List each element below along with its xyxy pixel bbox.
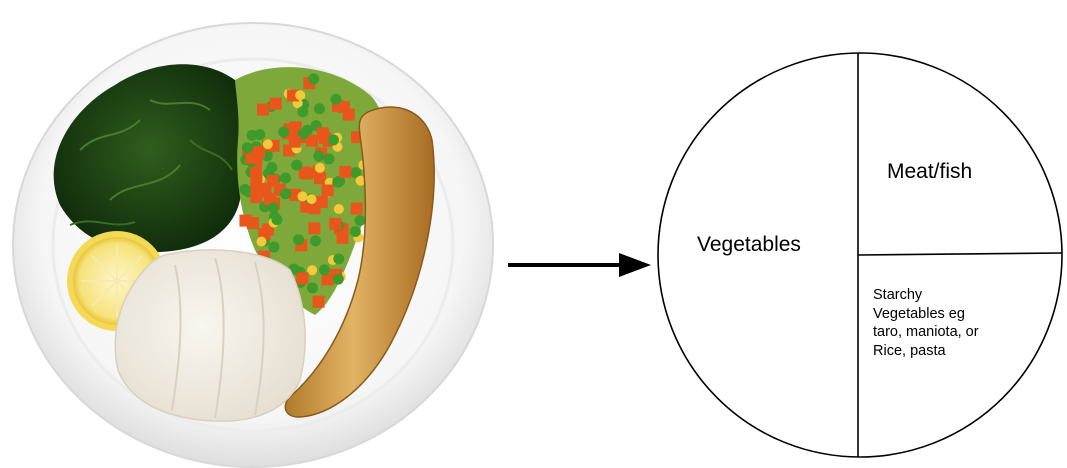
corn-kernel [298, 191, 308, 201]
pea [268, 242, 279, 253]
starchy-label-line: Rice, pasta [873, 342, 979, 361]
carrot-piece [253, 146, 265, 158]
corn-kernel [256, 237, 266, 247]
vegetables-label: Vegetables [697, 233, 801, 257]
pea [350, 226, 361, 237]
pea [297, 106, 308, 117]
pea [331, 94, 342, 105]
starchy-label-line: taro, maniota, or [873, 323, 979, 342]
pea [278, 127, 289, 138]
pea [308, 73, 319, 84]
carrot-piece [339, 166, 351, 178]
pea [271, 214, 282, 225]
carrot-piece [314, 172, 326, 184]
carrot-piece [313, 296, 325, 308]
carrot-piece [351, 203, 363, 215]
pea [314, 103, 325, 114]
pea [242, 142, 253, 153]
corn-kernel [307, 194, 317, 204]
pea [293, 234, 304, 245]
carrot-piece [250, 174, 262, 186]
pea [333, 253, 344, 264]
starchy-label-line: Starchy [873, 286, 979, 305]
pea [254, 129, 265, 140]
carrot-piece [322, 184, 334, 196]
pea [266, 162, 277, 173]
corn-kernel [334, 204, 344, 214]
pea [355, 215, 366, 226]
pea [313, 151, 324, 162]
white-fish [115, 250, 305, 421]
pea [319, 264, 330, 275]
carrot-piece [308, 222, 320, 234]
pea [323, 153, 334, 164]
pea [307, 282, 318, 293]
starchy-label-line: Vegetables eg [873, 305, 979, 324]
meat-fish-label: Meat/fish [887, 160, 972, 184]
carrot-piece [301, 168, 313, 180]
carrot-piece [251, 185, 263, 197]
right-arrow-icon [505, 245, 655, 285]
pea [291, 160, 302, 171]
pea [332, 177, 343, 188]
carrot-piece [270, 98, 282, 110]
carrot-piece [316, 196, 328, 208]
carrot-piece [289, 136, 301, 148]
carrot-piece [257, 104, 269, 116]
corn-kernel [315, 163, 325, 173]
corn-kernel [307, 265, 317, 275]
pea [328, 134, 339, 145]
corn-kernel [263, 139, 273, 149]
pea [268, 202, 279, 213]
pea [280, 172, 291, 183]
pea [280, 188, 291, 199]
carrot-piece [297, 272, 309, 284]
carrot-piece [247, 217, 259, 229]
pea [333, 274, 344, 285]
carrot-piece [317, 127, 329, 139]
carrot-piece [337, 232, 349, 244]
corn-kernel [295, 90, 305, 100]
pea [310, 235, 321, 246]
starchy-vegetables-label: Starchy Vegetables eg taro, maniota, or … [873, 286, 979, 360]
carrot-piece [329, 218, 341, 230]
food-plate-photo [0, 0, 500, 468]
